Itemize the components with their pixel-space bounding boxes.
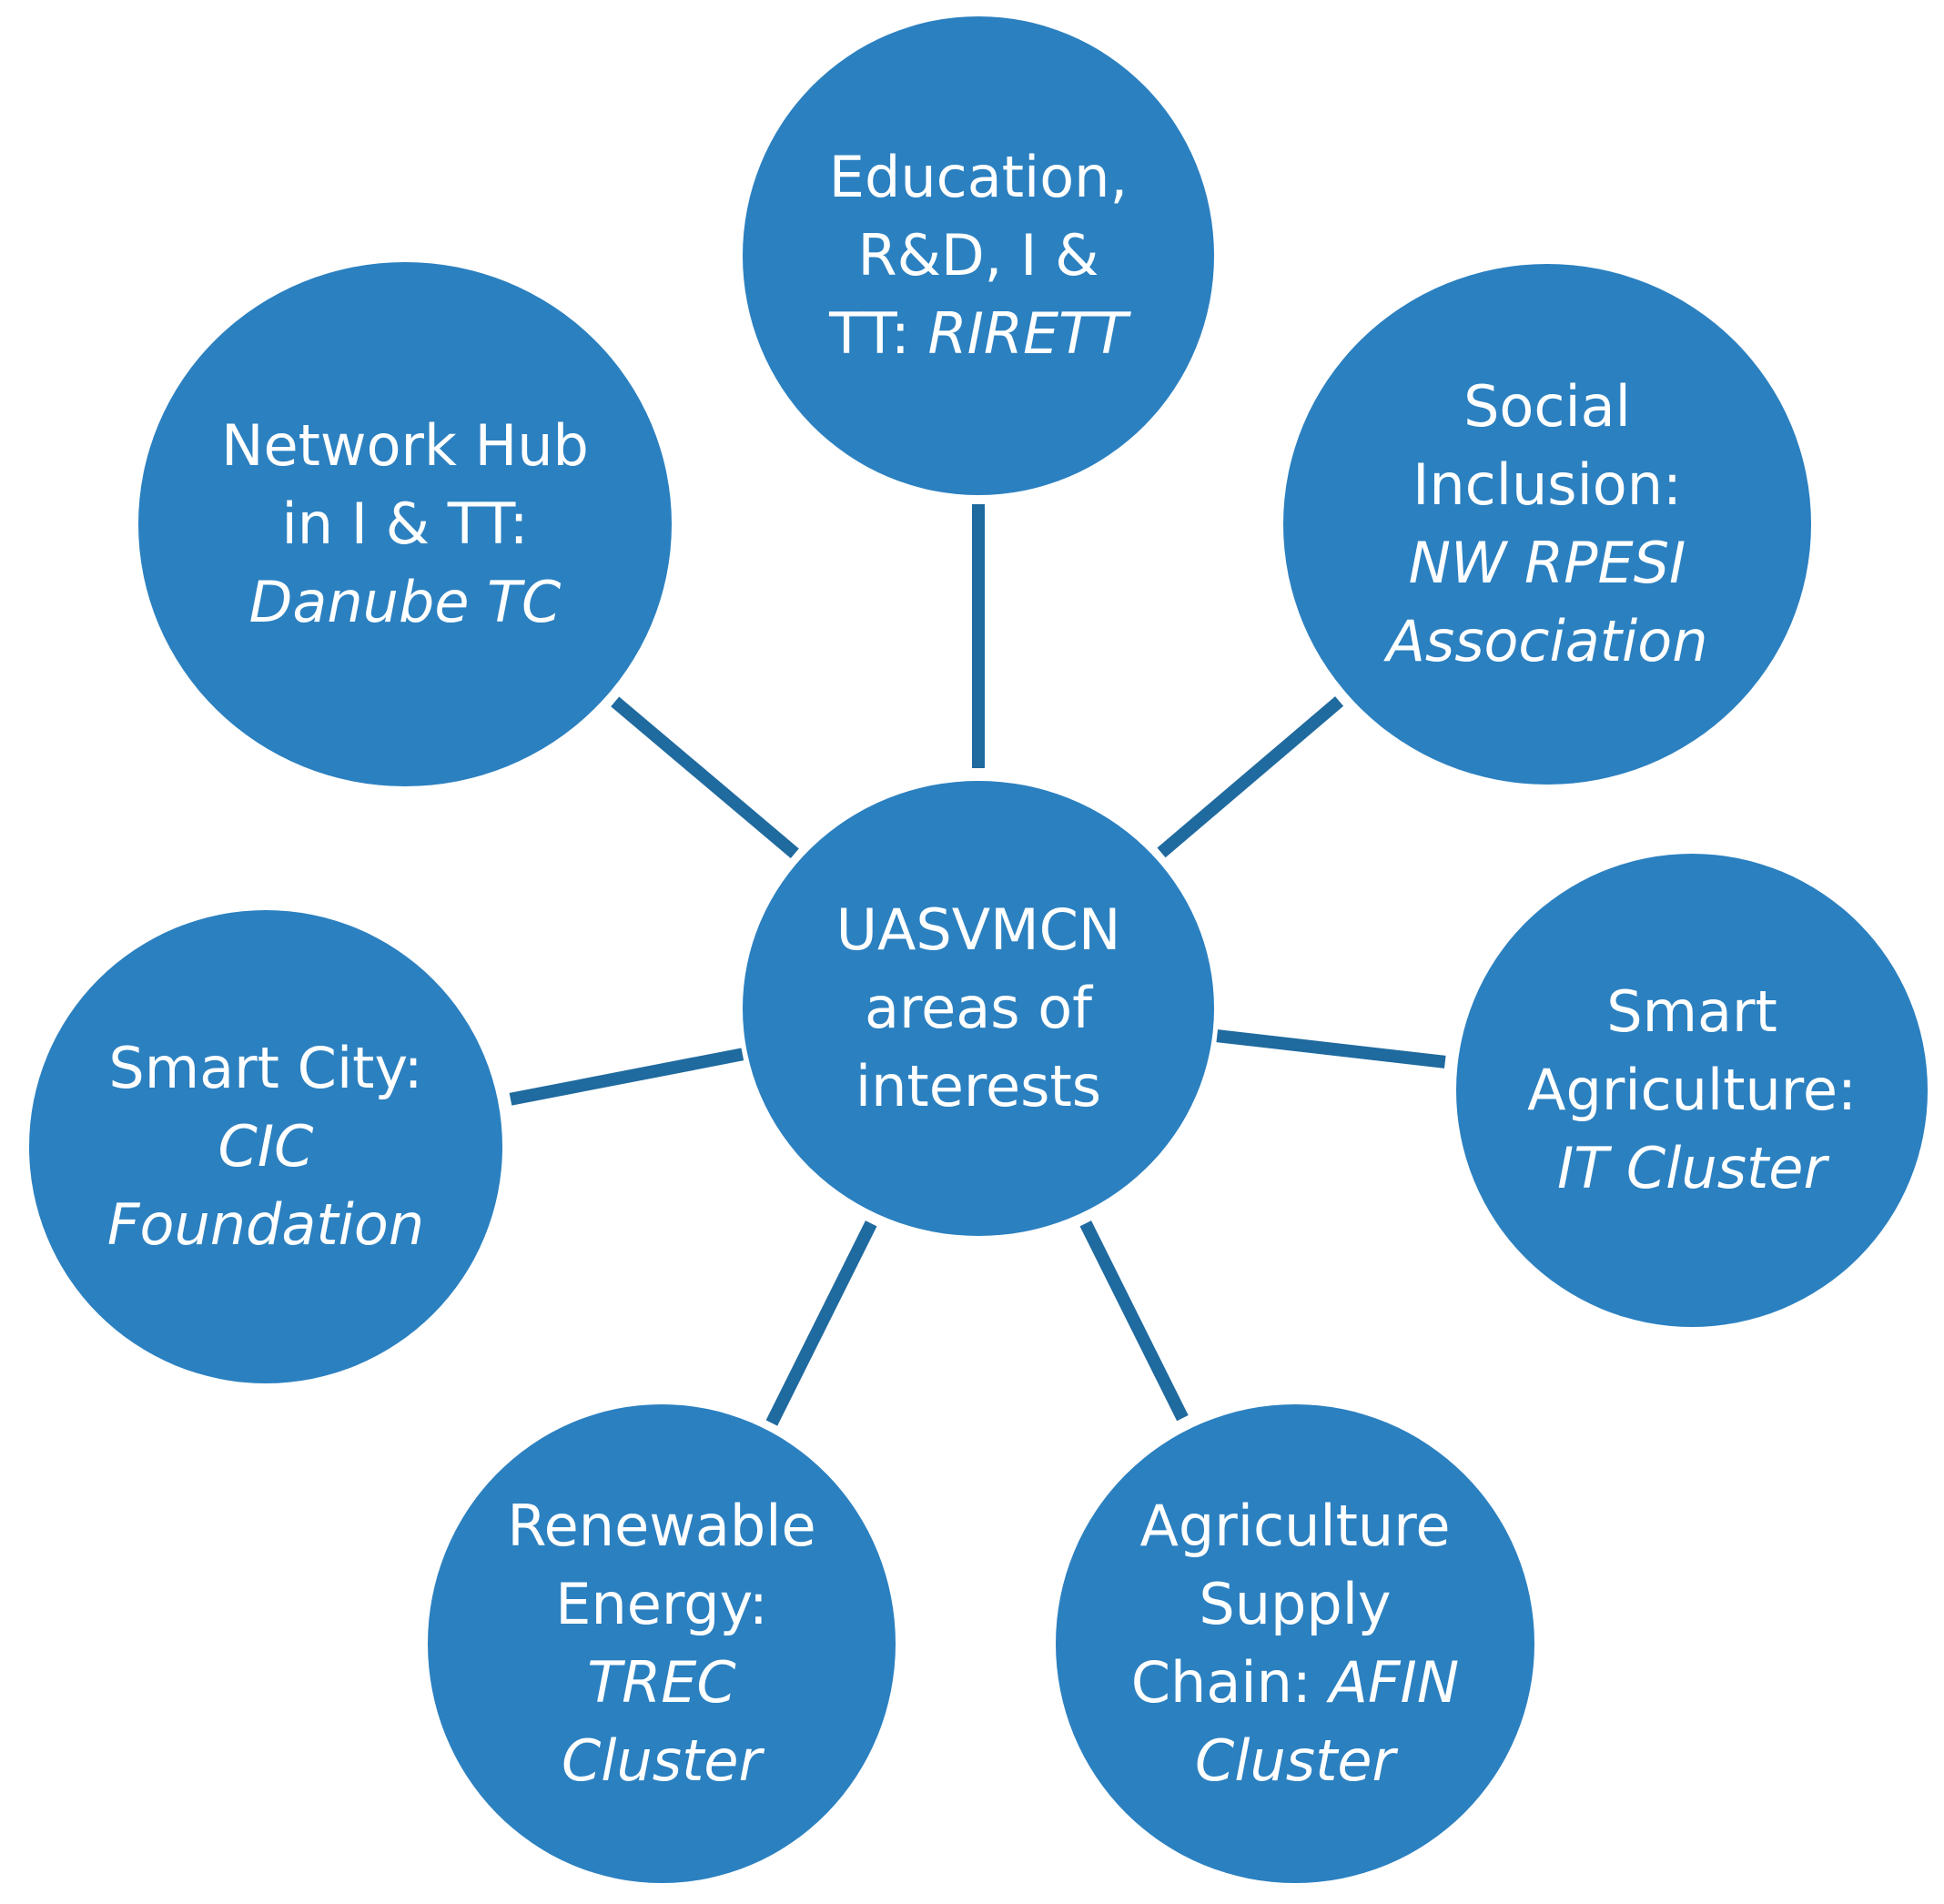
node-label-line: areas of [836, 969, 1121, 1048]
organization-name: RIRETT [927, 300, 1128, 367]
connector-network-hub [611, 696, 799, 859]
organization-name: CIC [218, 1113, 314, 1180]
node-label-line: Renewable [507, 1487, 815, 1565]
area-label: in I & TT: [281, 491, 529, 557]
area-label: R&D, I & [857, 222, 1099, 289]
node-smart-city: Smart City: CIC Foundation [29, 910, 502, 1383]
node-label-line: Association [1386, 603, 1707, 681]
area-label: Smart City: [108, 1035, 423, 1101]
organization-name: NW RPESI [1408, 530, 1686, 596]
node-network-hub: Network Hub in I & TT: Danube TC [138, 262, 672, 786]
node-smart-city-label: Smart City: CIC Foundation [107, 1029, 424, 1264]
area-label: Inclusion: [1412, 451, 1682, 518]
node-label-line: UASVMCN [836, 891, 1121, 969]
node-label-line: TREC [507, 1644, 815, 1722]
node-label-line: Cluster [507, 1722, 815, 1800]
area-label: Chain: [1130, 1649, 1330, 1716]
node-label-line: Smart [1527, 973, 1857, 1051]
area-label: interests [855, 1053, 1102, 1119]
node-education-rd: Education,R&D, I &TT: RIRETT [743, 16, 1214, 495]
area-label: Supply [1199, 1571, 1392, 1637]
area-label: Agriculture: [1527, 1057, 1857, 1123]
organization-name: Foundation [106, 1191, 425, 1258]
center-node-uasvmcn: UASVMCN areas of interests [743, 781, 1214, 1236]
node-label-line: Supply [1131, 1565, 1459, 1644]
node-label-line: Foundation [107, 1186, 424, 1264]
area-label: areas of [864, 975, 1092, 1041]
organization-name: TREC [587, 1649, 736, 1716]
area-label: Energy: [555, 1571, 768, 1637]
area-label: Social [1463, 373, 1631, 440]
node-label-line: Energy: [507, 1565, 815, 1644]
node-education-rd-label: Education,R&D, I &TT: RIRETT [829, 138, 1128, 373]
node-label-line: Inclusion: [1386, 446, 1707, 524]
node-label-line: Danube TC [221, 563, 589, 642]
node-network-hub-label: Network Hub in I & TT: Danube TC [221, 407, 589, 642]
node-label-line: Agriculture [1131, 1487, 1459, 1565]
node-label-line: R&D, I & [829, 217, 1128, 295]
connector-social-inclusion [1157, 696, 1344, 858]
area-label: Education, [828, 144, 1129, 210]
node-label-line: Network Hub [221, 407, 589, 485]
center-node-label: UASVMCN areas of interests [836, 891, 1121, 1126]
area-label: Agriculture [1139, 1493, 1451, 1559]
node-label-line: Cluster [1131, 1722, 1459, 1800]
area-label: Smart [1606, 978, 1777, 1045]
node-label-line: Education, [829, 138, 1128, 217]
node-label-line: Social [1386, 368, 1707, 446]
node-label-line: in I & TT: [221, 485, 589, 563]
organization-name: IT Cluster [1557, 1135, 1827, 1201]
organization-name: Cluster [561, 1727, 763, 1794]
organization-name: Association [1386, 608, 1708, 674]
connector-smart-agriculture [1216, 1029, 1446, 1068]
connector-renewable-energy [765, 1220, 877, 1426]
organization-name: Cluster [1194, 1727, 1396, 1794]
area-label: Renewable [507, 1493, 816, 1559]
area-label: Network Hub [221, 412, 589, 479]
connector-agriculture-supply-chain [1079, 1220, 1189, 1422]
node-label-line: Smart City: [107, 1029, 424, 1108]
area-label: TT: [829, 300, 928, 367]
area-label: UASVMCN [835, 896, 1121, 963]
node-label-line: interests [836, 1048, 1121, 1126]
node-label-line: CIC [107, 1108, 424, 1186]
node-label-line: Agriculture: [1527, 1051, 1857, 1129]
connector-smart-city [509, 1048, 744, 1106]
node-label-line: TT: RIRETT [829, 295, 1128, 373]
organization-name: Danube TC [248, 569, 562, 635]
node-label-line: Chain: AFIN [1131, 1644, 1459, 1722]
node-label-line: IT Cluster [1527, 1129, 1857, 1208]
node-label-line: NW RPESI [1386, 524, 1707, 603]
organization-name: AFIN [1329, 1649, 1460, 1716]
